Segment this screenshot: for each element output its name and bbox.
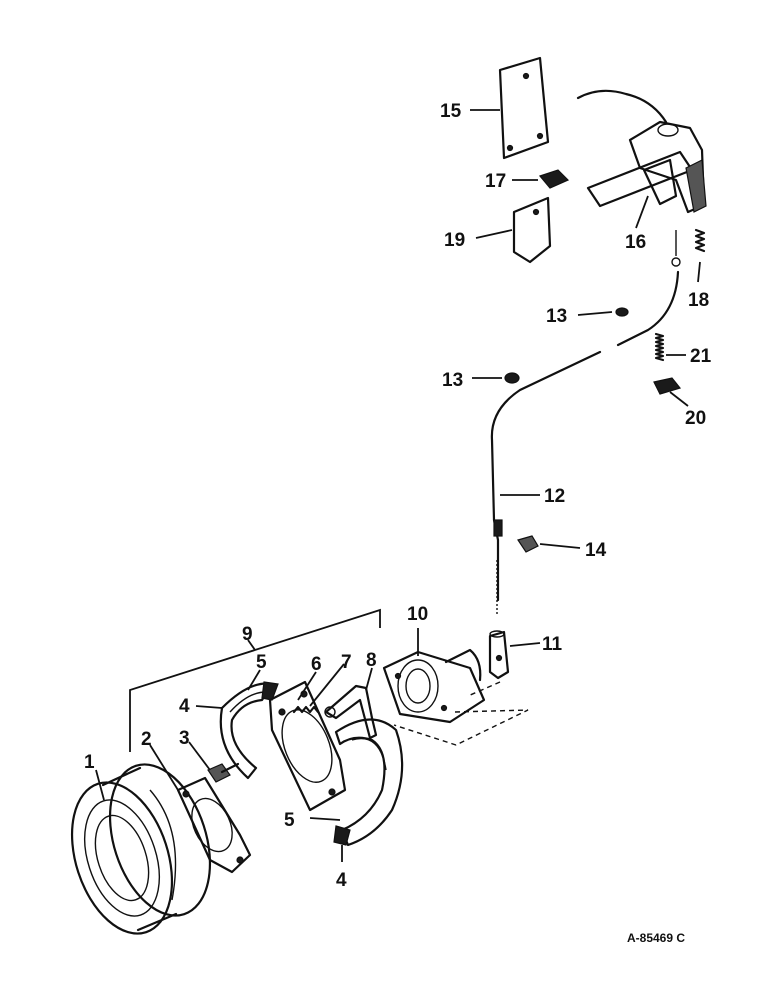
- upper-brake-shoe: [219, 681, 279, 780]
- adjuster-spring: [671, 228, 706, 267]
- brake-lever: [324, 684, 378, 740]
- callout-7: 7: [341, 652, 352, 673]
- gasket: [176, 776, 252, 874]
- lower-brake-shoe: [333, 718, 404, 847]
- brake-drum: [70, 763, 212, 935]
- support-bracket: [512, 196, 552, 264]
- cable-clamp-lower: [504, 372, 520, 384]
- callout-13-upper: 13: [546, 306, 567, 327]
- callout-8: 8: [366, 650, 377, 671]
- callout-16: 16: [625, 232, 646, 253]
- brake-housing: [382, 648, 486, 724]
- tension-spring: [654, 332, 665, 362]
- brake-pedal-assembly: [576, 89, 707, 214]
- callout-2: 2: [141, 729, 152, 750]
- callout-1: 1: [84, 752, 95, 773]
- return-spring: [292, 705, 320, 714]
- callout-13-lower: 13: [442, 370, 463, 391]
- callout-21: 21: [690, 346, 712, 367]
- alignment-dashed-line: [393, 681, 529, 746]
- spacer-block: [538, 169, 570, 189]
- leader-lines: [95, 109, 701, 862]
- callout-6: 6: [311, 654, 322, 675]
- latch-plate: [653, 377, 682, 395]
- callout-12: 12: [544, 486, 565, 507]
- callout-14: 14: [585, 540, 607, 561]
- drawing-reference-number: A-85469 C: [627, 931, 685, 945]
- callout-11: 11: [542, 634, 563, 655]
- callout-17: 17: [485, 171, 506, 192]
- callout-15: 15: [440, 101, 462, 122]
- mounting-plate: [498, 56, 550, 160]
- cable-clamp-upper: [615, 307, 629, 317]
- callout-19: 19: [444, 230, 465, 251]
- callout-5-lower: 5: [284, 810, 295, 831]
- clevis: [488, 630, 510, 680]
- callout-18: 18: [688, 290, 709, 311]
- group-9-bracket: [129, 608, 381, 752]
- adjusting-bolt: [207, 762, 240, 783]
- callout-5-upper: 5: [256, 652, 267, 673]
- brake-cable: [490, 270, 680, 615]
- backing-plate: [268, 680, 347, 812]
- callout-9: 9: [242, 624, 253, 645]
- callout-4-lower: 4: [336, 870, 347, 891]
- cable-clip: [517, 535, 539, 553]
- callout-20: 20: [685, 408, 706, 429]
- callout-10: 10: [407, 604, 428, 625]
- callout-labels: 1 2 3 4 5 6 7 8 9 10 11 12 13 13 14 15 1…: [84, 101, 712, 891]
- callout-3: 3: [179, 728, 190, 749]
- callout-4-upper: 4: [179, 696, 190, 717]
